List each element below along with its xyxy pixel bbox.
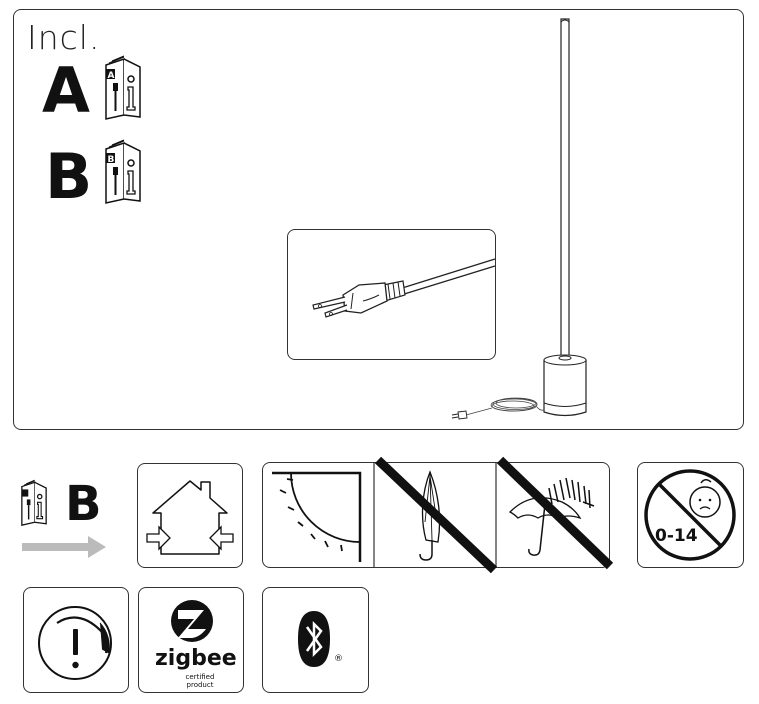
see-manual-b-letter: B [65, 476, 102, 532]
zigbee-logo-icon [171, 600, 213, 642]
caution-exclamation-icon [38, 606, 112, 680]
bluetooth-icon [298, 611, 330, 667]
no-children-icon [644, 469, 736, 561]
arrow-right-icon [22, 536, 106, 558]
manual-b-letter: B [45, 140, 93, 213]
plug-icon [312, 258, 496, 318]
see-manual-booklet-icon [21, 479, 47, 526]
zigbee-product-text: product [186, 681, 214, 689]
manual-b-booklet-icon: B [105, 139, 141, 204]
svg-text:B: B [108, 155, 115, 165]
included-label: Incl. [27, 18, 101, 57]
zigbee-certified-text: certified [185, 673, 215, 681]
weather-restrictions-icons [272, 456, 614, 574]
no-rain-icon [374, 456, 498, 574]
no-weather-exposure-icon [496, 456, 614, 570]
svg-text:A: A [108, 71, 115, 81]
manual-a-letter: A [42, 54, 90, 127]
floor-lamp-illustration [451, 18, 587, 420]
manual-a-booklet-icon: A [105, 55, 141, 120]
age-range-label: 0-14 [655, 526, 698, 546]
registered-mark: ® [334, 654, 343, 664]
distance-arc-icon [272, 471, 362, 562]
zigbee-wordmark: zigbee [155, 646, 237, 671]
indoor-use-only-icon [146, 480, 234, 555]
